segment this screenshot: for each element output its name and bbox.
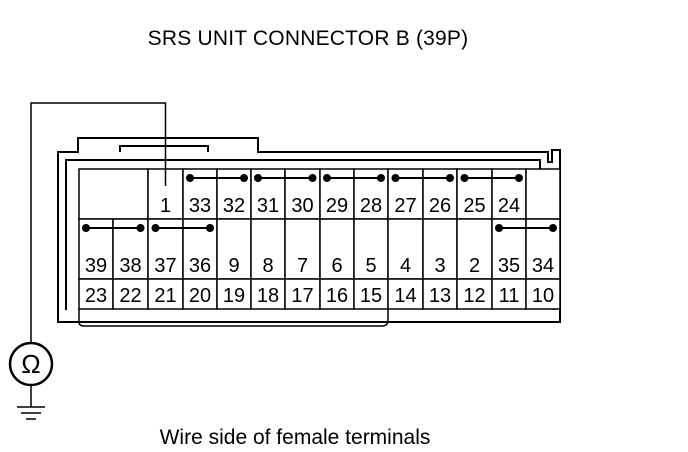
terminal-label: 30 [291,195,313,217]
shorting-bar-31-30 [254,174,317,182]
terminal-label: 21 [154,285,176,307]
empty-cavity [78,168,149,220]
terminal-label: 10 [532,285,554,307]
terminal-8: 8 [250,218,286,280]
terminal-label: 23 [85,285,107,307]
terminal-label: 7 [297,255,308,277]
terminal-label: 35 [498,255,520,277]
terminal-label: 27 [394,195,416,217]
terminal-11: 11 [491,278,527,310]
terminal-label: 1 [160,195,171,217]
terminal-13: 13 [422,278,458,310]
shorting-bars [82,174,557,232]
terminal-label: 15 [360,285,382,307]
terminal-17: 17 [284,278,321,310]
terminal-3: 3 [422,218,458,280]
test-lead [30,102,167,342]
terminal-21: 21 [147,278,184,310]
terminal-label: 25 [463,195,485,217]
terminal-label: 34 [532,255,554,277]
terminal-label: 2 [469,255,480,277]
terminal-6: 6 [319,218,355,280]
terminal-4: 4 [387,218,424,280]
terminal-19: 19 [216,278,252,310]
terminal-label: 11 [499,285,520,307]
terminal-5: 5 [353,218,389,280]
terminal-9: 9 [216,218,252,280]
terminal-label: 38 [119,255,141,277]
terminal-2: 2 [456,218,493,280]
terminal-22: 22 [112,278,149,310]
terminal-20: 20 [182,278,218,310]
terminal-label: 31 [257,195,279,217]
terminal-23: 23 [78,278,114,310]
terminal-label: 6 [331,255,342,277]
shorting-bar-33-32 [186,174,248,182]
terminal-label: 22 [119,285,141,307]
terminal-label: 29 [326,195,348,217]
connector-title: SRS UNIT CONNECTOR B (39P) [147,27,469,50]
terminal-18: 18 [250,278,286,310]
ground-icon [17,385,45,420]
terminal-label: 36 [189,255,211,277]
terminal-14: 14 [387,278,424,310]
terminal-label: 17 [291,285,313,307]
terminal-7: 7 [284,218,321,280]
terminal-label: 14 [394,285,416,307]
terminal-label: 20 [189,285,211,307]
ohmmeter-icon: Ω [8,341,54,387]
shorting-bar-27-26 [391,174,454,182]
shorting-bar-39-38 [82,224,145,232]
terminal-label: 26 [429,195,451,217]
terminal-label: 3 [434,255,445,277]
terminal-10: 10 [525,278,561,310]
terminal-label: 28 [360,195,382,217]
terminal-label: 5 [365,255,376,277]
terminal-label: 19 [223,285,245,307]
terminal-label: 8 [262,255,273,277]
terminal-label: 39 [85,255,107,277]
shorting-bar-25-24 [460,174,523,182]
terminal-label: 9 [228,255,239,277]
terminal-label: 16 [326,285,348,307]
ohmmeter-symbol: Ω [21,349,40,379]
shorting-bar-37-36 [151,224,214,232]
caption: Wire side of female terminals [159,426,431,449]
terminal-label: 37 [154,255,176,277]
shorting-bar-35-34 [495,224,557,232]
terminal-label: 18 [257,285,279,307]
terminal-label: 32 [223,195,245,217]
terminal-15: 15 [353,278,389,310]
shorting-bar-29-28 [323,174,385,182]
terminal-12: 12 [456,278,493,310]
terminal-label: 12 [463,285,485,307]
terminal-label: 24 [498,195,520,217]
housing-lower-skirt [78,309,389,327]
terminal-label: 13 [429,285,451,307]
terminal-label: 4 [400,255,411,277]
terminal-16: 16 [319,278,355,310]
terminal-label: 33 [189,195,211,217]
empty-cavity [525,168,561,220]
